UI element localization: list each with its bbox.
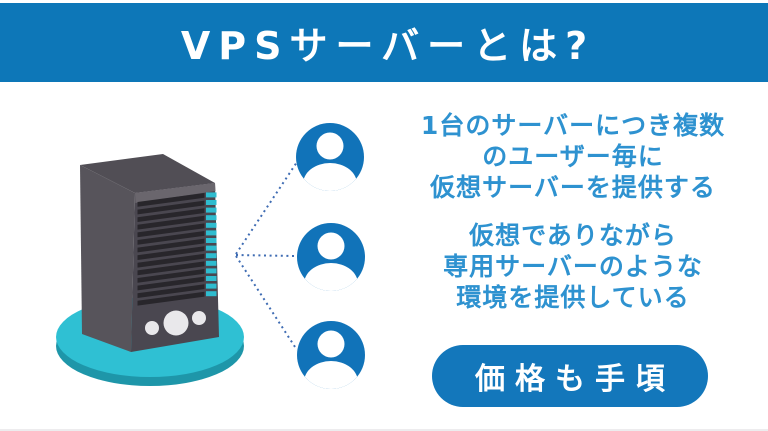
vent-accent bbox=[206, 230, 217, 236]
vent-slat bbox=[137, 231, 205, 245]
vent-accent bbox=[206, 268, 217, 274]
vent-slat bbox=[137, 223, 205, 238]
vent-slat bbox=[137, 291, 205, 306]
price-badge: 価格も手頃 bbox=[432, 345, 708, 407]
vent-slat bbox=[137, 215, 205, 230]
info-text-line: 専用サーバーのような bbox=[443, 252, 703, 281]
vent-slat bbox=[137, 261, 205, 276]
user-icon-1 bbox=[296, 123, 364, 205]
vent-slat bbox=[137, 200, 205, 215]
info-block-2: 仮想でありながら 専用サーバーのような 環境を提供している bbox=[403, 220, 743, 313]
vent-accent bbox=[206, 260, 217, 266]
server-top-face bbox=[80, 154, 215, 193]
vent-accent bbox=[206, 200, 217, 205]
vent-accent bbox=[206, 276, 217, 281]
user-icons bbox=[296, 123, 365, 403]
connector-line-bottom bbox=[235, 255, 298, 351]
vent-slat bbox=[137, 253, 205, 268]
bottom-edge-line bbox=[0, 429, 768, 431]
header-banner: VPSサーバーとは? bbox=[0, 3, 768, 82]
vent-accent bbox=[206, 222, 217, 228]
info-text-line: 環境を提供している bbox=[456, 283, 690, 312]
vent-accent bbox=[206, 238, 217, 243]
info-block-1: 1台のサーバーにつき複数 のユーザー毎に 仮想サーバーを提供する bbox=[403, 110, 743, 203]
vent-slat bbox=[137, 276, 205, 291]
info-text-line: 仮想サーバーを提供する bbox=[430, 173, 716, 202]
server-button-center bbox=[163, 310, 189, 336]
vent-slat bbox=[137, 284, 205, 298]
vent-accent bbox=[206, 283, 217, 289]
server-left-face bbox=[80, 165, 135, 352]
server-front-top-band bbox=[135, 183, 216, 203]
info-text-line: のユーザー毎に bbox=[482, 142, 664, 171]
info-text-line: 1台のサーバーにつき複数 bbox=[420, 111, 726, 140]
vent-accent bbox=[206, 245, 217, 251]
vent-slat bbox=[137, 238, 205, 253]
user-icon-2 bbox=[297, 223, 365, 305]
vent-accent bbox=[206, 291, 217, 297]
vent-slat bbox=[137, 269, 205, 283]
server-tower-icon bbox=[80, 154, 219, 352]
connector-line-top bbox=[235, 161, 298, 255]
user-icon-3 bbox=[297, 321, 365, 403]
price-badge-label: 価格も手頃 bbox=[475, 362, 675, 397]
server-button-left bbox=[145, 321, 159, 335]
vent-accent bbox=[206, 207, 217, 213]
dotted-connector-lines bbox=[235, 161, 298, 351]
server-button-right bbox=[192, 311, 206, 325]
info-text-line: 仮想でありながら bbox=[469, 221, 677, 250]
connector-line-middle bbox=[235, 254, 295, 257]
vent-accent bbox=[206, 253, 217, 259]
vent-accent bbox=[206, 215, 217, 221]
server-vents bbox=[137, 192, 217, 306]
vent-slat bbox=[137, 193, 205, 207]
vent-slat bbox=[137, 246, 205, 260]
page-title: VPSサーバーとは? bbox=[180, 24, 596, 68]
vent-slat bbox=[137, 208, 205, 222]
vent-accent bbox=[206, 192, 217, 198]
